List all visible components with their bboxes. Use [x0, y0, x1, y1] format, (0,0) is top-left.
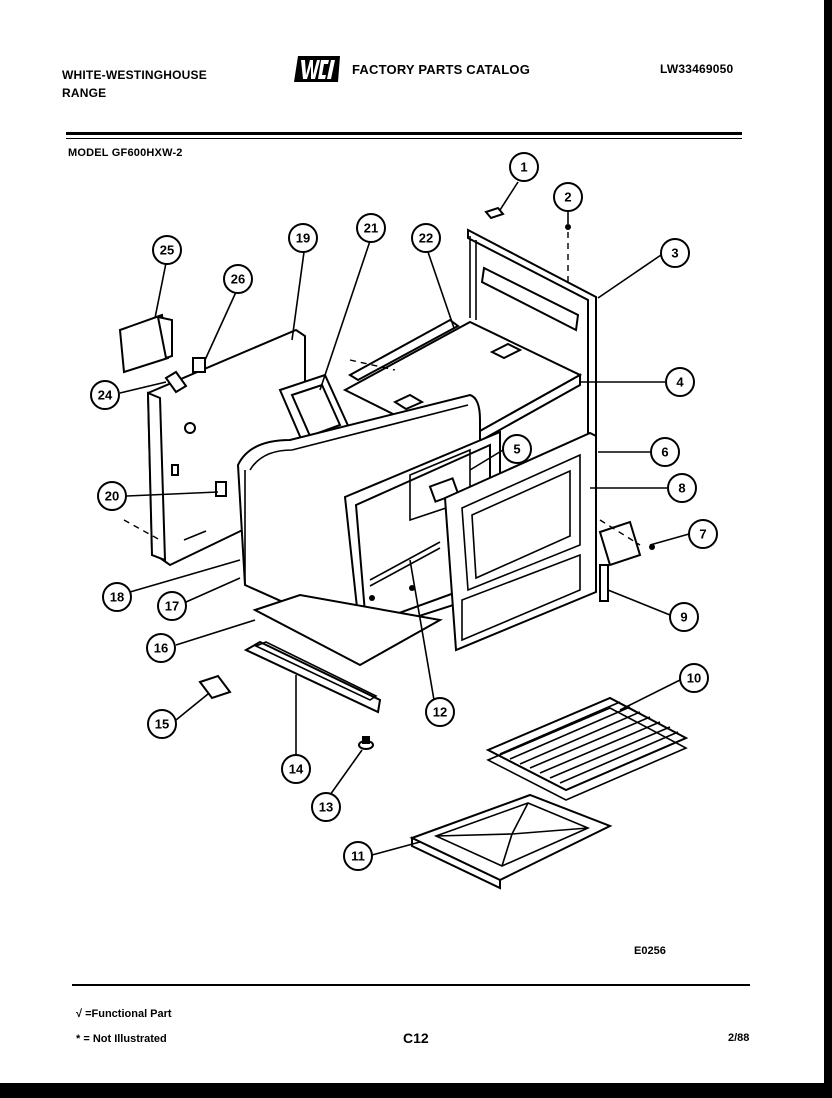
svg-text:3: 3 — [671, 246, 678, 261]
page-border-right — [824, 0, 832, 1098]
callout-8: 8 — [667, 473, 697, 503]
svg-text:10: 10 — [687, 671, 701, 686]
part-12-rack-support — [369, 541, 441, 601]
callout-6: 6 — [650, 437, 680, 467]
wci-logo — [294, 56, 340, 82]
svg-text:2: 2 — [564, 190, 571, 205]
part-13-leveling-leg — [358, 736, 374, 750]
callout-16: 16 — [146, 633, 176, 663]
svg-text:18: 18 — [110, 590, 124, 605]
callout-17: 17 — [157, 591, 187, 621]
svg-text:16: 16 — [154, 641, 168, 656]
callout-3: 3 — [660, 238, 690, 268]
svg-text:11: 11 — [351, 849, 365, 864]
header-rule — [66, 132, 742, 135]
svg-text:14: 14 — [289, 762, 304, 777]
svg-text:4: 4 — [676, 375, 684, 390]
svg-text:12: 12 — [433, 705, 447, 720]
part-16-oven-bottom — [252, 593, 443, 667]
svg-text:19: 19 — [296, 231, 310, 246]
callout-22: 22 — [411, 223, 441, 253]
callout-12: 12 — [425, 697, 455, 727]
brand-block: WHITE-WESTINGHOUSE RANGE — [62, 66, 207, 102]
callout-7: 7 — [688, 519, 718, 549]
part-2-screw — [565, 224, 571, 290]
leader-lines — [119, 181, 690, 856]
alignment-line — [599, 519, 641, 546]
part-10-oven-rack — [485, 696, 689, 801]
legend-functional-part: √ =Functional Part — [76, 1008, 172, 1020]
catalog-date: 2/88 — [728, 1032, 750, 1044]
svg-text:9: 9 — [680, 610, 687, 625]
callout-15: 15 — [147, 709, 177, 739]
page-number: C12 — [403, 1030, 429, 1046]
part-14-drawer-front — [243, 640, 382, 714]
callout-2: 2 — [553, 182, 583, 212]
svg-text:17: 17 — [165, 599, 179, 614]
svg-text:21: 21 — [364, 221, 378, 236]
legend-not-illustrated: * = Not Illustrated — [76, 1033, 167, 1045]
svg-text:25: 25 — [160, 243, 174, 258]
svg-text:22: 22 — [419, 231, 433, 246]
callout-19: 19 — [288, 223, 318, 253]
svg-text:13: 13 — [319, 800, 333, 815]
svg-text:24: 24 — [98, 388, 113, 403]
part-8-oven-door — [443, 431, 597, 652]
callout-4: 4 — [665, 367, 695, 397]
alignment-line — [123, 519, 161, 541]
svg-text:6: 6 — [661, 445, 668, 460]
callout-18: 18 — [102, 582, 132, 612]
callout-10: 10 — [679, 663, 709, 693]
svg-text:26: 26 — [231, 272, 245, 287]
part-20-fastener — [215, 481, 227, 497]
footer-rule — [72, 984, 750, 986]
callout-20: 20 — [97, 481, 127, 511]
brand-name: WHITE-WESTINGHOUSE — [62, 68, 207, 82]
callout-9: 9 — [669, 602, 699, 632]
part-1-clip — [484, 206, 505, 220]
svg-text:15: 15 — [155, 717, 169, 732]
part-24-clip — [164, 370, 188, 394]
page-border-bottom — [0, 1083, 832, 1098]
drawing-code: E0256 — [634, 945, 666, 957]
publication-number: LW33469050 — [660, 62, 734, 76]
callout-25: 25 — [152, 235, 182, 265]
part-25-bracket — [118, 313, 173, 374]
part-9-hinge-spring — [599, 564, 609, 602]
callout-1: 1 — [509, 152, 539, 182]
alignment-line — [349, 359, 396, 371]
model-number: MODEL GF600HXW-2 — [68, 147, 183, 159]
callout-5: 5 — [502, 434, 532, 464]
part-15-bracket — [198, 674, 232, 700]
callout-13: 13 — [311, 792, 341, 822]
callout-26: 26 — [223, 264, 253, 294]
svg-text:5: 5 — [513, 442, 520, 457]
svg-text:20: 20 — [105, 489, 119, 504]
header-rule-thin — [66, 138, 742, 139]
callout-21: 21 — [356, 213, 386, 243]
catalog-title: FACTORY PARTS CATALOG — [352, 62, 531, 77]
svg-text:7: 7 — [699, 527, 706, 542]
svg-text:1: 1 — [520, 160, 527, 175]
product-type: RANGE — [62, 86, 107, 100]
part-7-hinge — [598, 520, 655, 567]
callout-14: 14 — [281, 754, 311, 784]
callout-24: 24 — [90, 380, 120, 410]
part-11-broiler-pan — [409, 793, 613, 890]
callout-11: 11 — [343, 841, 373, 871]
svg-text:8: 8 — [678, 481, 685, 496]
part-26-spacer — [192, 357, 206, 373]
